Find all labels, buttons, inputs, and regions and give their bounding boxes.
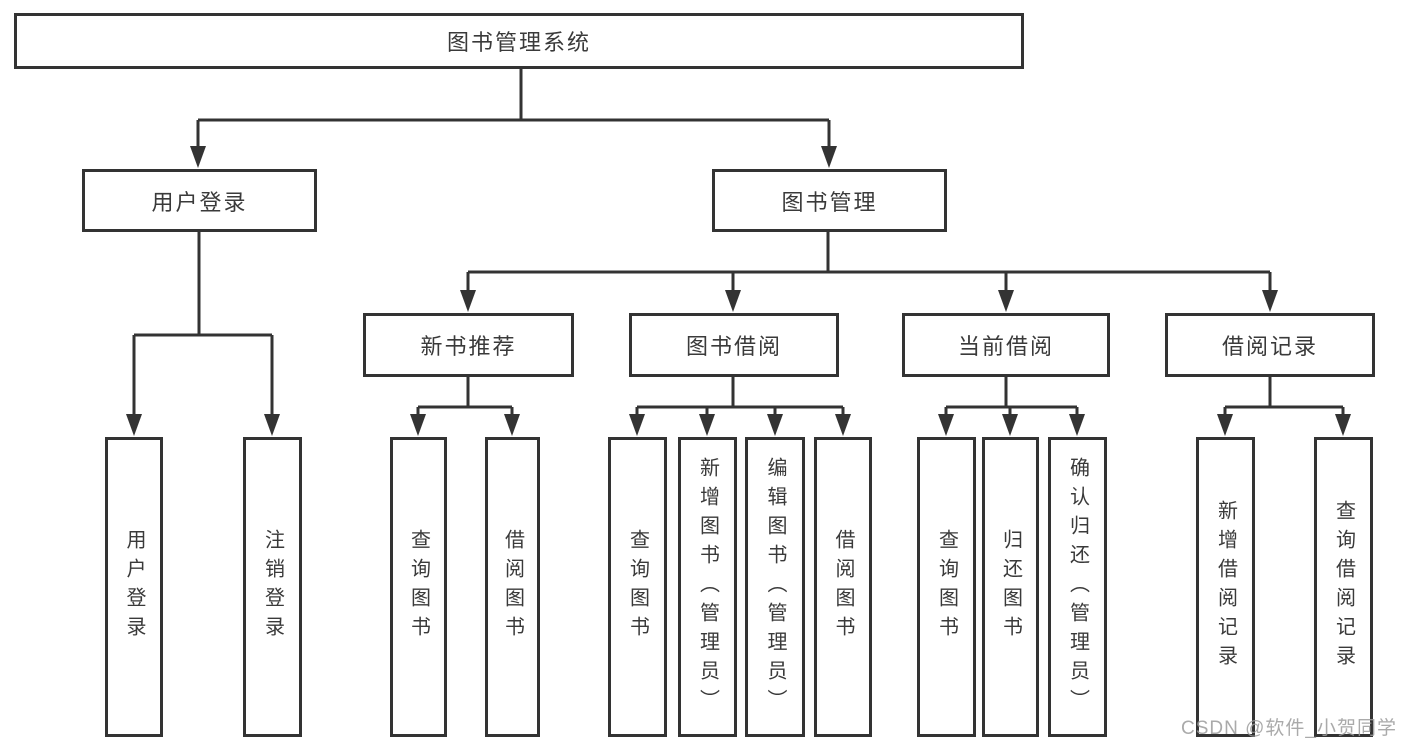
csdn-watermark: CSDN @软件_小贺同学 (1181, 718, 1397, 739)
leaf-edit-books-admin: 编辑图书（管理员） (745, 437, 805, 737)
leaf-return-books: 归还图书 (982, 437, 1039, 737)
leaf-query-books-current: 查询图书 (917, 437, 976, 737)
node-book-borrowing: 图书借阅 (629, 313, 839, 377)
leaf-add-books-admin: 新增图书（管理员） (678, 437, 737, 737)
leaf-query-books-recommend: 查询图书 (390, 437, 447, 737)
node-borrowing-records: 借阅记录 (1165, 313, 1375, 377)
node-user-login: 用户登录 (82, 169, 317, 232)
leaf-add-borrow-record: 新增借阅记录 (1196, 437, 1255, 737)
leaf-borrow-books-recommend: 借阅图书 (485, 437, 540, 737)
leaf-confirm-return-admin: 确认归还（管理员） (1048, 437, 1107, 737)
leaf-query-borrow-record: 查询借阅记录 (1314, 437, 1373, 737)
node-current-borrowing: 当前借阅 (902, 313, 1110, 377)
leaf-borrow-books-borrowing: 借阅图书 (814, 437, 872, 737)
leaf-query-books-borrowing: 查询图书 (608, 437, 667, 737)
node-root-system: 图书管理系统 (14, 13, 1024, 69)
node-book-management: 图书管理 (712, 169, 947, 232)
node-new-book-recommend: 新书推荐 (363, 313, 574, 377)
leaf-user-login: 用户登录 (105, 437, 163, 737)
leaf-logout: 注销登录 (243, 437, 302, 737)
